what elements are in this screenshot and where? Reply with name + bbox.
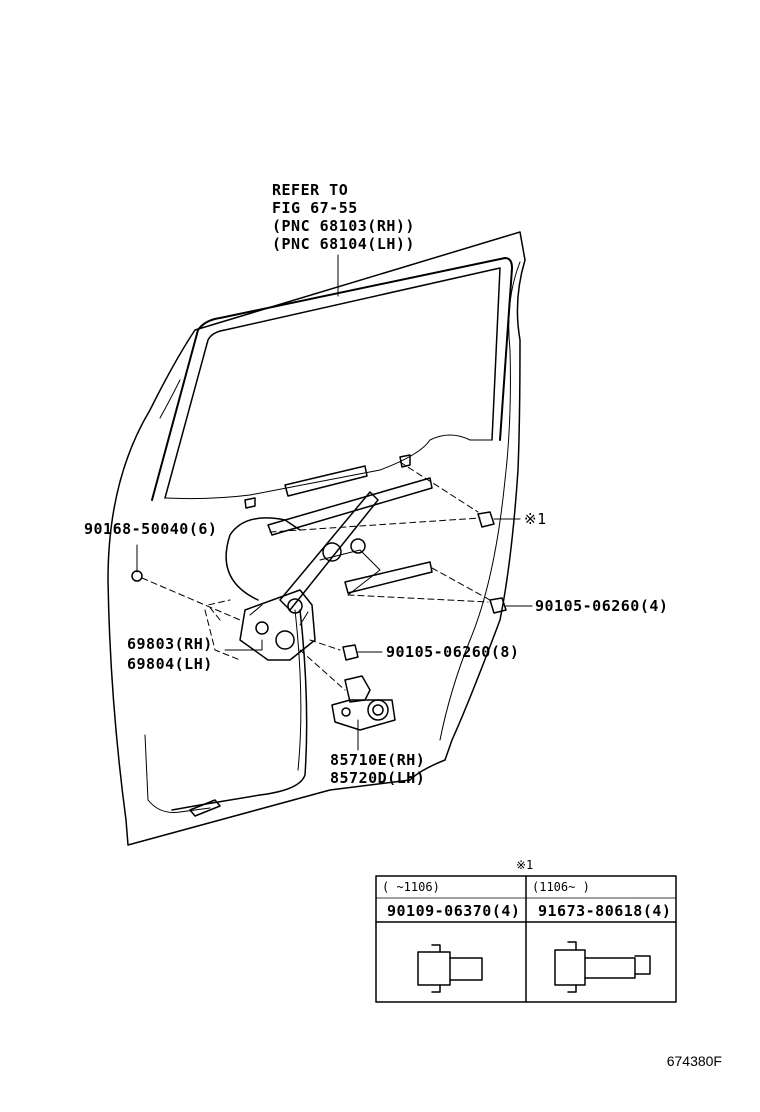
- door-outline: [107, 231, 526, 846]
- label-screw-90168[interactable]: 90168-50040(6): [84, 520, 218, 538]
- figure-code: 674380F: [666, 1053, 722, 1069]
- refer-note-line2: FIG 67-55: [272, 199, 358, 217]
- note-table: [375, 875, 677, 1003]
- door-inner-line: [439, 261, 521, 741]
- label-regulator-rh[interactable]: 69803(RH): [127, 635, 213, 653]
- label-note-marker[interactable]: ※1: [524, 510, 547, 528]
- bolt-90109-icon: [417, 944, 483, 993]
- regulator-rail-lower: [344, 561, 433, 594]
- label-bolt-right[interactable]: 90105-06260(4): [535, 597, 669, 615]
- regulator-arm: [279, 491, 379, 611]
- window-glass-bottom: [164, 434, 493, 500]
- upper-channel: [284, 465, 368, 497]
- note-col2-part[interactable]: 91673-80618(4): [538, 902, 672, 920]
- refer-note-line4: (PNC 68104(LH)): [272, 235, 415, 253]
- regulator-cable: [225, 517, 301, 601]
- refer-note-line3: (PNC 68103(RH)): [272, 217, 415, 235]
- note-col2-range: (1106~ ): [532, 880, 590, 894]
- regulator-plate: [239, 589, 316, 661]
- bolt-90105-center-icon: [342, 644, 359, 661]
- bolt-note1-icon: [477, 511, 495, 528]
- label-motor-lh[interactable]: 85720D(LH): [330, 769, 426, 787]
- window-motor-icon: [331, 675, 396, 731]
- bolt-91673-icon: [554, 941, 651, 993]
- label-bolt-center[interactable]: 90105-06260(8): [386, 643, 520, 661]
- refer-note-line1: REFER TO: [272, 181, 349, 199]
- label-motor-rh[interactable]: 85710E(RH): [330, 751, 426, 769]
- bolt-90105-right-icon: [489, 597, 507, 614]
- note-col1-range: ( ~1106): [382, 880, 440, 894]
- label-regulator-lh[interactable]: 69804(LH): [127, 655, 213, 673]
- glass-run-outer: [151, 257, 513, 501]
- glass-run-inner: [164, 267, 501, 499]
- note-col1-part[interactable]: 90109-06370(4): [387, 902, 521, 920]
- note-table-header: ※1: [516, 858, 534, 872]
